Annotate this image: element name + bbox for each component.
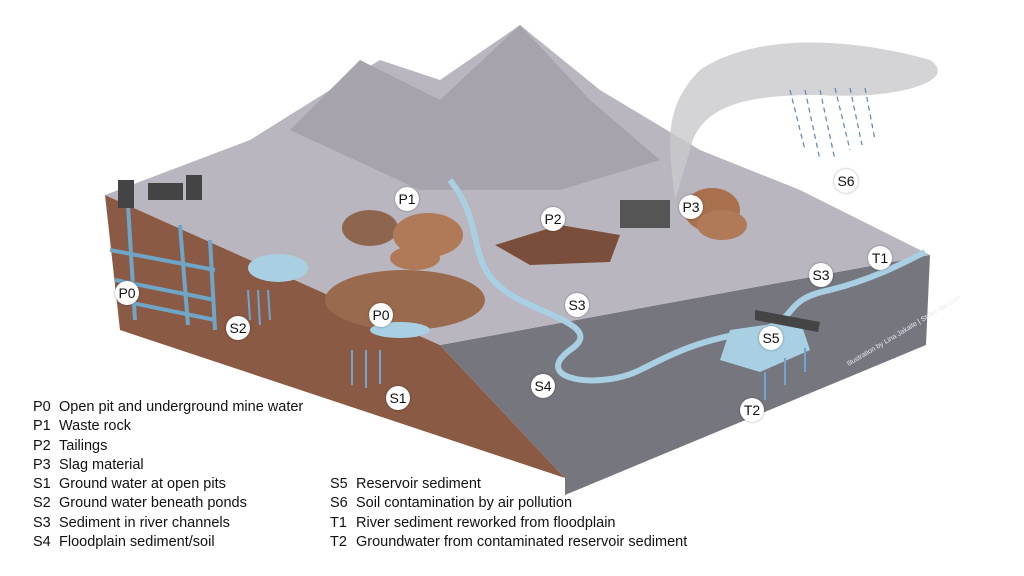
- legend-code: P2: [33, 437, 51, 454]
- legend-code: S1: [33, 476, 51, 493]
- legend-left: P0 Open pit and underground mine water P1…: [33, 398, 303, 552]
- legend-code: P3: [33, 456, 51, 473]
- slag-pile: [697, 210, 747, 240]
- smoke-plume: [670, 42, 938, 200]
- marker-s6: S6: [834, 169, 858, 193]
- legend-item: S1 Ground water at open pits: [33, 475, 303, 494]
- waste-rock-pile: [393, 213, 463, 257]
- mountain: [290, 25, 660, 190]
- marker-s5: S5: [759, 326, 783, 350]
- marker-s1: S1: [386, 386, 410, 410]
- legend-text: Slag material: [59, 456, 144, 473]
- open-pit: [325, 270, 485, 330]
- legend-item: P3 Slag material: [33, 456, 303, 475]
- groundwater-arrows: [247, 289, 806, 400]
- legend-code: T2: [330, 533, 347, 550]
- legend-item: S3 Sediment in river channels: [33, 514, 303, 533]
- marker-p0-pit: P0: [369, 303, 393, 327]
- legend-text: Open pit and underground mine water: [59, 399, 304, 415]
- legend-text: Tailings: [59, 437, 108, 454]
- legend-item: P1 Waste rock: [33, 417, 303, 436]
- legend-code: S3: [33, 514, 51, 531]
- waste-rock-pile: [342, 210, 398, 246]
- tailings-pond: [248, 254, 308, 282]
- marker-s2: S2: [226, 316, 250, 340]
- marker-p1: P1: [395, 187, 419, 211]
- legend-text: River sediment reworked from floodplain: [356, 514, 616, 531]
- legend-text: Groundwater from contaminated reservoir …: [356, 533, 688, 550]
- tailings-area: [495, 225, 620, 265]
- legend-item: T2 Groundwater from contaminated reservoi…: [330, 533, 687, 552]
- legend-text: Waste rock: [59, 418, 131, 435]
- soil-cross-section: [105, 195, 565, 478]
- headframe-buildings: [118, 175, 202, 208]
- waste-rock-pile: [390, 246, 440, 270]
- legend-code: T1: [330, 514, 347, 531]
- rock-cross-section: [440, 255, 930, 495]
- legend-code: P1: [33, 418, 51, 435]
- marker-p3: P3: [679, 195, 703, 219]
- dam: [755, 310, 820, 332]
- legend-item: S6 Soil contamination by air pollution: [330, 494, 687, 513]
- marker-s3-lower: S3: [565, 293, 589, 317]
- legend-code: S5: [330, 476, 348, 492]
- legend-text: Ground water beneath ponds: [59, 495, 247, 512]
- legend-text: Reservoir sediment: [356, 476, 481, 492]
- marker-s3-upper: S3: [809, 263, 833, 287]
- legend-code: S2: [33, 495, 51, 512]
- legend-code: S6: [330, 495, 348, 512]
- marker-s4: S4: [531, 374, 555, 398]
- legend-text: Floodplain sediment/soil: [59, 534, 215, 551]
- legend-item: S4 Floodplain sediment/soil: [33, 533, 303, 552]
- legend-item: P0 Open pit and underground mine water: [33, 398, 303, 417]
- rain: [789, 87, 876, 161]
- marker-p0-shaft: P0: [115, 281, 139, 305]
- marker-t1: T1: [868, 246, 892, 270]
- river: [447, 178, 927, 384]
- legend-item: S2 Ground water beneath ponds: [33, 494, 303, 513]
- smelter: [620, 200, 670, 228]
- legend-text: Sediment in river channels: [59, 514, 230, 531]
- legend-item: P2 Tailings: [33, 437, 303, 456]
- marker-t2: T2: [740, 398, 764, 422]
- legend-text: Ground water at open pits: [59, 476, 226, 493]
- marker-p2: P2: [541, 207, 565, 231]
- legend-item: T1 River sediment reworked from floodplai…: [330, 514, 687, 533]
- legend-code: P0: [33, 399, 51, 415]
- legend-text: Soil contamination by air pollution: [356, 495, 573, 512]
- legend-item: S5 Reservoir sediment: [330, 475, 687, 494]
- legend-code: S4: [33, 534, 51, 551]
- legend-right: S5 Reservoir sediment S6 Soil contaminatio…: [330, 475, 687, 552]
